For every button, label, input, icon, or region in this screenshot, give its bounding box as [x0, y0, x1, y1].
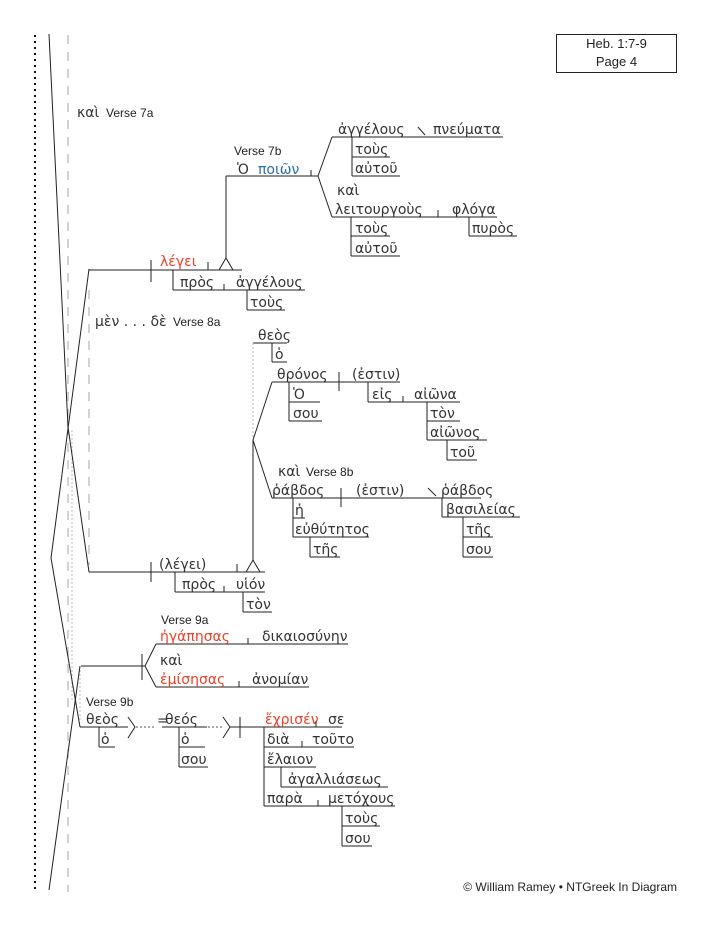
genitive-pronoun: σου: [345, 831, 371, 847]
preposition: πρὸς: [182, 577, 216, 593]
prep-object: υἱόν: [236, 577, 265, 593]
preposition: εἰς: [372, 387, 393, 403]
equals-sign: =: [157, 713, 169, 729]
prep-object: μετόχους: [328, 791, 394, 807]
article: ὁ: [275, 347, 284, 363]
direct-object: σε: [328, 712, 344, 728]
genitive-pronoun: σου: [466, 542, 492, 558]
verse-label: Verse 9a: [161, 613, 209, 627]
article: τῆς: [313, 542, 339, 558]
article: τοὺς: [355, 142, 388, 158]
verb: (ἐστιν): [352, 367, 400, 383]
main-verb: λέγει: [160, 254, 197, 270]
direct-object: ἀνομίαν: [252, 672, 308, 688]
conjunction: καὶ: [77, 105, 99, 121]
direct-object: λειτουργοὺς: [335, 202, 423, 218]
conjunction: μὲν . . . δὲ: [95, 314, 167, 330]
verse-label: Verse 8b: [306, 465, 354, 479]
direct-object: ἀγγέλους: [338, 122, 405, 138]
apposition-bracket: [222, 716, 231, 739]
verse-8b: καὶ Verse 8b ῥάβδος (ἐστιν) ῥάβδος ἡ εὐθ…: [89, 464, 520, 613]
main-verb: (λέγει): [159, 557, 206, 573]
article: ἡ: [295, 503, 304, 519]
prep-object: αἰῶνα: [414, 387, 457, 403]
verse-8a: μὲν . . . δὲ Verse 8a θεὸς ὁ θρόνος (ἐστ…: [95, 314, 487, 560]
clause-pedestal: [218, 257, 234, 271]
verb: ἐμίσησας: [160, 672, 225, 688]
conjunction: καὶ: [160, 653, 182, 669]
participle: ποιῶν: [258, 162, 299, 178]
article: Ὁ: [237, 162, 249, 178]
direct-object: δικαιοσύνην: [262, 629, 348, 645]
margin-lines: [34, 33, 90, 892]
verse-7a: καὶ Verse 7a λέγει πρὸς ἀγγέλους τοὺς: [77, 105, 305, 311]
genitive-pronoun: αὐτοῦ: [355, 161, 397, 177]
passage-reference: Heb. 1:7-9: [586, 36, 647, 51]
connector-line: [50, 268, 90, 728]
object-complement: φλόγα: [452, 202, 496, 218]
verse-label: Verse 8a: [173, 315, 221, 329]
genitive-noun: βασιλείας: [446, 502, 516, 518]
page-number: Page 4: [595, 54, 638, 69]
conjunction: καὶ: [337, 183, 359, 199]
genitive-noun: ἀγαλλιάσεως: [288, 772, 382, 788]
article: τὸν: [430, 406, 455, 422]
verse-label: Verse 7b: [234, 144, 282, 158]
prep-object: τοῦτο: [312, 732, 354, 748]
object-complement: πνεύματα: [433, 122, 501, 138]
article: ὁ: [101, 732, 110, 748]
article: Ὁ: [293, 387, 305, 403]
genitive-noun: εὐθύτητος: [295, 522, 370, 538]
prep-object: ἀγγέλους: [236, 275, 303, 291]
preposition: πρὸς: [180, 275, 214, 291]
article: τοῦ: [450, 445, 475, 461]
main-verb: ἔχρισέν: [265, 712, 319, 728]
conjunction: καὶ: [278, 464, 300, 480]
article: τῆς: [466, 522, 492, 538]
article: ὁ: [181, 732, 190, 748]
genitive-pronoun: αὐτοῦ: [355, 241, 397, 257]
predicate-nominative: ῥάβδος: [441, 483, 493, 499]
preposition: παρὰ: [267, 791, 303, 807]
vocative: θεὸς: [258, 328, 291, 344]
genitive-pronoun: σου: [181, 752, 207, 768]
subject: ῥάβδος: [272, 483, 324, 499]
connector-line: [48, 665, 81, 891]
verb: (ἐστιν): [356, 483, 404, 499]
apposition-bracket: [127, 716, 136, 739]
instrumental-noun: ἔλαιον: [267, 752, 313, 768]
apposition: θεός: [165, 712, 198, 728]
verse-label: Verse 7a: [106, 106, 154, 120]
clause-pedestal: [245, 559, 261, 573]
genitive-pronoun: σου: [293, 406, 319, 422]
reference-box: Heb. 1:7-9 Page 4: [556, 34, 677, 73]
article: τοὺς: [355, 221, 388, 237]
article: τοὺς: [345, 811, 378, 827]
subject: θεὸς: [86, 712, 119, 728]
preposition: διὰ: [267, 732, 290, 748]
verb: ἠγάπησας: [160, 629, 230, 645]
verse-9a: Verse 9a ἠγάπησας δικαιοσύνην καὶ ἐμίσησ…: [81, 613, 348, 688]
subject: θρόνος: [277, 367, 328, 383]
genitive-noun: αἰῶνος: [430, 425, 480, 441]
copyright-footer: © William Ramey • NTGreek In Diagram: [463, 880, 677, 894]
genitive-noun: πυρὸς: [472, 221, 514, 237]
article: τοὺς: [250, 295, 283, 311]
verse-7b: Verse 7b Ὁ ποιῶν ἀγγέλους πνεύματα τοὺς …: [225, 122, 517, 258]
verse-label: Verse 9b: [86, 695, 134, 709]
article: τὸν: [246, 597, 271, 613]
verse-9b: Verse 9b θεὸς ὁ = θεός ὁ σου ἔχρισέν σε …: [80, 695, 395, 847]
